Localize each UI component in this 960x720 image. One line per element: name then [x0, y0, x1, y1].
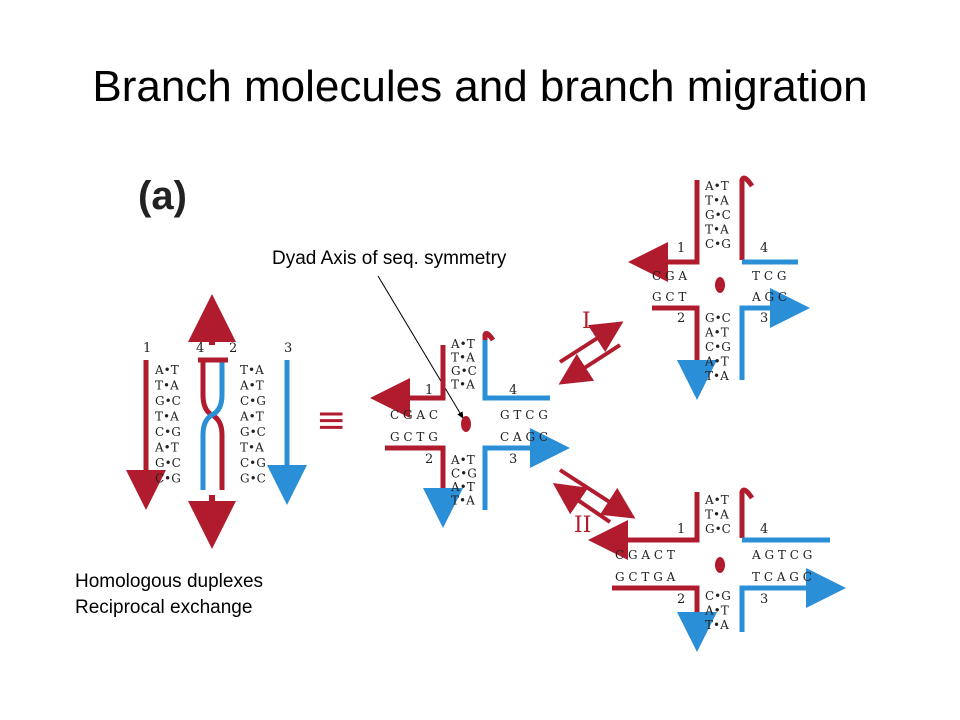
- base-pair: A•T: [239, 410, 264, 424]
- base-pair: C•G: [155, 425, 181, 439]
- svg-text:2: 2: [677, 311, 685, 326]
- svg-text:T C G: T C G: [752, 269, 786, 283]
- right-duplex-pairs: T•AA•TC•GA•TG•CT•AC•GG•C: [239, 363, 266, 486]
- base-pair: C•G: [451, 467, 477, 481]
- base-pair: A•T: [154, 363, 179, 377]
- strand-2-blue: [200, 360, 225, 490]
- caption-line-homologous: Homologous duplexes: [75, 571, 264, 592]
- base-pair: T•A: [155, 410, 179, 424]
- base-pair: A•T: [450, 453, 475, 467]
- pathway-label-II: II: [574, 513, 591, 538]
- svg-text:2: 2: [425, 452, 433, 467]
- base-pair: T•A: [451, 378, 475, 392]
- center-right-top-seq: G T C G: [500, 408, 548, 422]
- center-left-top-seq: C G A C: [390, 408, 438, 422]
- base-pair: T•A: [705, 369, 729, 383]
- base-pair: G•C: [240, 425, 266, 439]
- base-pair: T•A: [705, 194, 729, 208]
- svg-text:G C T: G C T: [652, 290, 686, 304]
- base-pair: T•A: [705, 223, 729, 237]
- panel-label: (a): [138, 174, 187, 218]
- base-pair: C•G: [240, 394, 266, 408]
- equilibrium-arrows-I: I: [558, 309, 624, 385]
- svg-text:4: 4: [760, 522, 768, 537]
- left-duplex-pairs: A•TT•AG•CT•AC•GA•TG•CC•G: [154, 363, 181, 486]
- base-pair: A•T: [704, 493, 729, 507]
- base-pair: A•T: [450, 337, 475, 351]
- base-pair: T•A: [451, 494, 475, 508]
- center-right-bottom-seq: C A G C: [500, 430, 548, 444]
- base-pair: T•A: [451, 351, 475, 365]
- svg-text:1: 1: [425, 383, 433, 398]
- slide-title: Branch molecules and branch migration: [92, 62, 868, 111]
- svg-text:A G T C G: A G T C G: [751, 548, 812, 562]
- base-pair: C•G: [705, 340, 731, 354]
- strand-number-3: 3: [284, 341, 292, 356]
- base-pair: A•T: [154, 441, 179, 455]
- svg-text:4: 4: [760, 241, 768, 256]
- base-pair: G•C: [240, 472, 266, 486]
- svg-text:A G C: A G C: [751, 290, 787, 304]
- strand-number-1: 1: [143, 341, 151, 356]
- base-pair: T•A: [705, 618, 729, 632]
- upper-junction: 1 4 2 3 A•TT•AG•CT•AC•G G•CA•TC•GA•TT•A …: [628, 175, 810, 400]
- svg-text:C G A C T: C G A C T: [615, 548, 675, 562]
- dyad-pointer: [377, 275, 464, 419]
- dyad-axis-label: Dyad Axis of seq. symmetry: [272, 248, 507, 269]
- center-bottom-arm-pairs: A•TC•GA•TT•A: [450, 453, 477, 508]
- base-pair: A•T: [704, 179, 729, 193]
- lower-junction: 1 4 2 3 A•TT•AG•C C•GA•TT•A C G A C T G …: [588, 487, 846, 652]
- base-pair: C•G: [705, 589, 731, 603]
- base-pair: T•A: [240, 441, 264, 455]
- svg-text:C G A: C G A: [652, 269, 687, 283]
- base-pair: G•C: [451, 364, 477, 378]
- svg-text:3: 3: [760, 592, 768, 607]
- homologous-duplexes: 1 4 2 3 A•TT•AG•CT•AC•GA•TG•CC•G T•AA•TC…: [126, 294, 307, 549]
- svg-text:T C A G C: T C A G C: [752, 570, 812, 584]
- pathway-label-I: I: [582, 309, 591, 334]
- center-left-bottom-seq: G C T G: [390, 430, 438, 444]
- base-pair: G•C: [155, 394, 181, 408]
- svg-text:G C T G A: G C T G A: [615, 570, 676, 584]
- svg-text:1: 1: [677, 522, 685, 537]
- base-pair: T•A: [155, 379, 179, 393]
- base-pair: G•C: [705, 311, 731, 325]
- base-pair: A•T: [704, 355, 729, 369]
- equilibrium-arrows-II: II: [552, 468, 636, 538]
- base-pair: G•C: [705, 522, 731, 536]
- svg-text:1: 1: [677, 241, 685, 256]
- svg-text:2: 2: [677, 592, 685, 607]
- caption-line-reciprocal: Reciprocal exchange: [75, 597, 253, 618]
- base-pair: G•C: [155, 456, 181, 470]
- base-pair: T•A: [705, 508, 729, 522]
- svg-text:4: 4: [509, 383, 517, 398]
- base-pair: C•G: [705, 237, 731, 251]
- base-pair: C•G: [240, 456, 266, 470]
- svg-text:3: 3: [509, 452, 517, 467]
- base-pair: G•C: [705, 208, 731, 222]
- base-pair: T•A: [240, 363, 264, 377]
- strand-number-4: 4: [196, 341, 204, 356]
- equivalence-symbol: ≡: [316, 400, 346, 441]
- base-pair: C•G: [155, 472, 181, 486]
- center-junction: 1 4 2 3 A•TT•AG•CT•A A•TC•GA•TT•A C G A …: [370, 330, 570, 528]
- base-pair: A•T: [239, 379, 264, 393]
- base-pair: A•T: [704, 326, 729, 340]
- caption: Homologous duplexes Reciprocal exchange: [75, 569, 263, 621]
- strand-number-2: 2: [229, 341, 237, 356]
- base-pair: A•T: [704, 604, 729, 618]
- center-top-arm-pairs: A•TT•AG•CT•A: [450, 337, 477, 392]
- base-pair: A•T: [450, 480, 475, 494]
- svg-text:3: 3: [760, 311, 768, 326]
